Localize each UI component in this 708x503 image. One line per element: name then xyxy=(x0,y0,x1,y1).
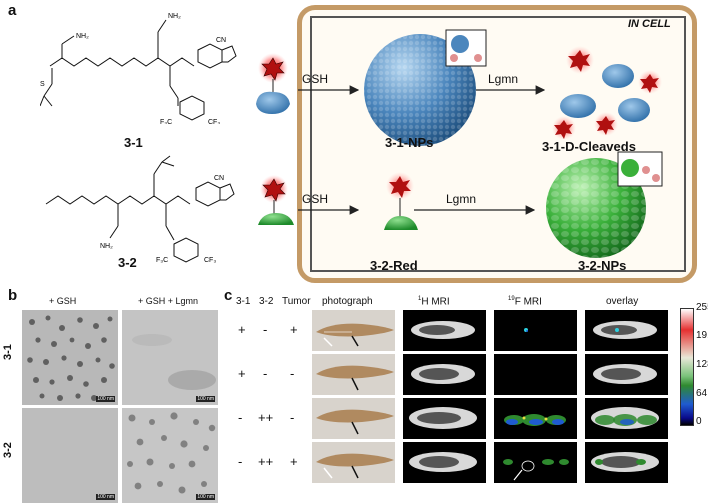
colorbar-tick-255: 255 xyxy=(696,302,708,313)
tem-row-3-1: 3-1 xyxy=(2,344,14,360)
tem-3-2-gsh: 100 nm xyxy=(22,408,118,503)
header-tumor: Tumor xyxy=(282,296,311,307)
cf3-label: CF₃ xyxy=(208,119,220,124)
header-19f-text: F MRI xyxy=(515,296,542,307)
1h-mri-row1 xyxy=(403,310,486,351)
tem-col-gsh-lgmn: + GSH + Lgmn xyxy=(138,296,198,306)
nh2-label-2: NH₂ xyxy=(168,13,181,20)
overlay-row2 xyxy=(585,354,668,395)
lgmn-label-bottom: Lgmn xyxy=(446,192,476,206)
row3-sign-3-2: ++ xyxy=(258,410,273,425)
panel-b-letter: b xyxy=(8,287,17,304)
gsh-label-top: GSH xyxy=(302,72,328,86)
green-nanoparticle xyxy=(540,150,666,258)
tem-scale-bar-3: 100 nm xyxy=(96,494,115,500)
photo-row2 xyxy=(312,354,395,395)
tem-scale-bar-2: 100 nm xyxy=(196,396,215,402)
row1-sign-tumor: + xyxy=(290,322,298,337)
19f-mri-row1 xyxy=(494,310,577,351)
molecule-3-2-icon xyxy=(252,175,302,245)
header-3-2: 3-2 xyxy=(259,296,273,307)
compound-3-2-label: 3-2 xyxy=(118,255,137,270)
colorbar-tick-0: 0 xyxy=(696,416,702,427)
colorbar-tick-191: 191 xyxy=(696,330,708,341)
photo-row4 xyxy=(312,442,395,483)
gsh-label-bottom: GSH xyxy=(302,192,328,206)
colorbar-tick-64: 64 xyxy=(696,388,707,399)
overlay-row1 xyxy=(585,310,668,351)
overlay-row4 xyxy=(585,442,668,483)
row3-sign-3-1: - xyxy=(238,410,242,425)
lgmn-label-top: Lgmn xyxy=(488,72,518,86)
f3c-label-2: F₃C xyxy=(156,257,168,264)
row1-sign-3-2: - xyxy=(263,322,267,337)
header-1h-mri: 1H MRI xyxy=(418,296,450,307)
photo-row3 xyxy=(312,398,395,439)
row3-sign-tumor: - xyxy=(290,410,294,425)
row2-sign-tumor: - xyxy=(290,366,294,381)
compound-3-1-label: 3-1 xyxy=(124,135,143,150)
s-label: S xyxy=(40,81,45,88)
1h-mri-row3 xyxy=(403,398,486,439)
tem-3-1-gsh-lgmn: 100 nm xyxy=(122,310,218,405)
red-product-molecule xyxy=(376,172,426,248)
panel-c-letter: c xyxy=(224,287,232,304)
row4-sign-3-1: - xyxy=(238,454,242,469)
panel-a-letter: a xyxy=(8,2,16,19)
red-label: 3-2-Red xyxy=(370,258,418,273)
19f-mri-row4 xyxy=(494,442,577,483)
1h-mri-row2 xyxy=(403,354,486,395)
photo-row1 xyxy=(312,310,395,351)
np2-label: 3-2-NPs xyxy=(578,258,626,273)
tem-col-gsh: + GSH xyxy=(49,296,76,306)
row4-sign-tumor: + xyxy=(290,454,298,469)
row2-sign-3-1: + xyxy=(238,366,246,381)
molecule-3-1-icon xyxy=(248,52,298,122)
tem-scale-bar: 100 nm xyxy=(96,396,115,402)
tem-scale-bar-4: 100 nm xyxy=(196,494,215,500)
header-photograph: photograph xyxy=(322,296,373,307)
np1-label: 3-1-NPs xyxy=(385,135,433,150)
row2-sign-3-2: - xyxy=(263,366,267,381)
tem-3-2-gsh-lgmn: 100 nm xyxy=(122,408,218,503)
nh2-label-3: NH₂ xyxy=(100,243,113,250)
cn-label-2: CN xyxy=(214,175,224,182)
19f-mri-row2 xyxy=(494,354,577,395)
19f-mri-row3 xyxy=(494,398,577,439)
overlay-row3 xyxy=(585,398,668,439)
structure-3-1: NH₂ NH₂ S CN F₃C CF₃ xyxy=(40,6,240,124)
f3c-label: F₃C xyxy=(160,119,172,124)
row4-sign-3-2: ++ xyxy=(258,454,273,469)
header-19f-mri: 19F MRI xyxy=(508,296,542,307)
row1-sign-3-1: + xyxy=(238,322,246,337)
colorbar xyxy=(680,308,694,426)
tem-3-1-gsh: 100 nm xyxy=(22,310,118,405)
header-3-1: 3-1 xyxy=(236,296,250,307)
structure-3-2: NH₂ CN F₃C CF₃ xyxy=(40,152,240,264)
cleaved-products xyxy=(550,44,670,140)
cf3-label-2: CF₃ xyxy=(204,257,216,264)
nh2-label: NH₂ xyxy=(76,33,89,40)
header-overlay: overlay xyxy=(606,296,638,307)
cn-label: CN xyxy=(216,37,226,44)
colorbar-tick-128: 128 xyxy=(696,359,708,370)
blue-nanoparticle xyxy=(360,28,490,152)
tem-row-3-2: 3-2 xyxy=(2,442,14,458)
header-19f-sup: 19 xyxy=(508,296,515,302)
header-1h-text: H MRI xyxy=(421,296,449,307)
1h-mri-row4 xyxy=(403,442,486,483)
